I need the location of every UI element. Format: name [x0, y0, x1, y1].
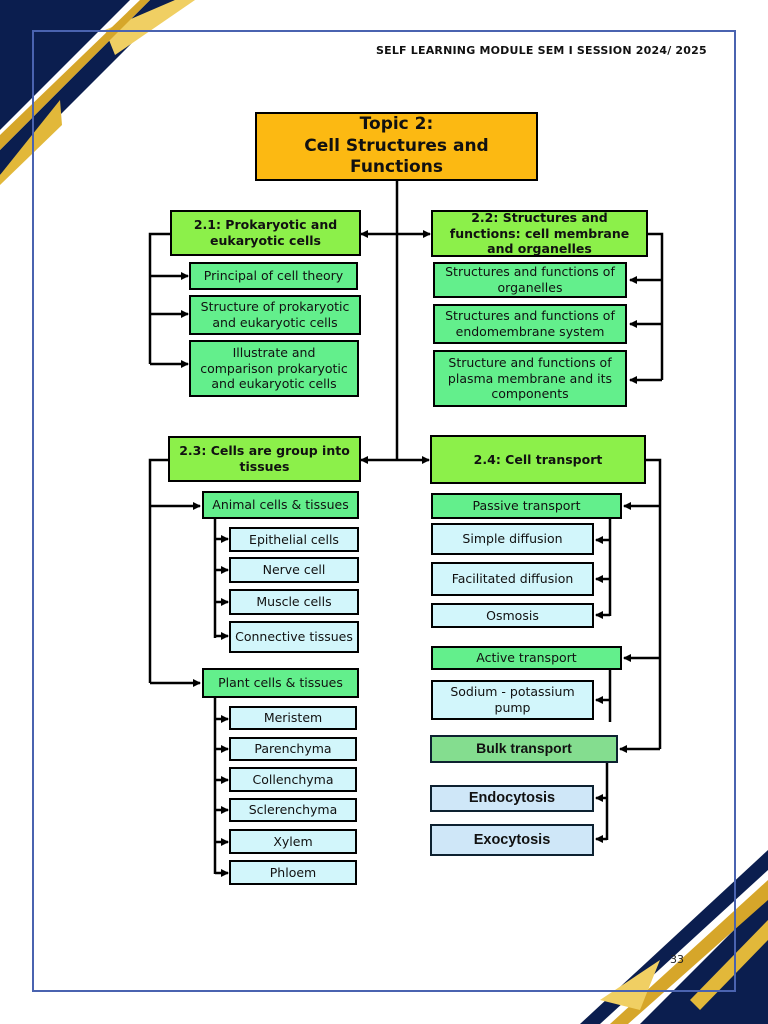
section-2-2-box: 2.2: Structures and functions: cell memb…	[431, 210, 648, 257]
page-number: 33	[670, 953, 684, 966]
section-2-1-item: Principal of cell theory	[189, 262, 358, 290]
section-2-1-item: Illustrate and comparison prokaryotic an…	[189, 340, 359, 397]
section-2-1-item: Structure of prokaryotic and eukaryotic …	[189, 295, 361, 335]
passive-transport-item: Facilitated diffusion	[431, 562, 594, 596]
plant-cells-item: Collenchyma	[229, 767, 357, 792]
plant-cells-item: Xylem	[229, 829, 357, 854]
topic-line-2: Cell Structures and	[304, 135, 489, 156]
section-2-3-box: 2.3: Cells are group into tissues	[168, 436, 361, 482]
animal-cells-box: Animal cells & tissues	[202, 491, 359, 519]
passive-transport-item: Simple diffusion	[431, 523, 594, 555]
section-2-2-item: Structures and functions of endomembrane…	[433, 304, 627, 344]
active-transport-box: Active transport	[431, 646, 622, 670]
passive-transport-item: Osmosis	[431, 603, 594, 628]
plant-cells-item: Meristem	[229, 706, 357, 730]
section-2-1-box: 2.1: Prokaryotic and eukaryotic cells	[170, 210, 361, 256]
page-frame	[32, 30, 736, 992]
plant-cells-item: Parenchyma	[229, 737, 357, 761]
topic-line-1: Topic 2:	[359, 113, 434, 134]
section-2-2-item: Structures and functions of organelles	[433, 262, 627, 298]
animal-cells-item: Connective tissues	[229, 621, 359, 653]
topic-title-box: Topic 2: Cell Structures and Functions	[255, 112, 538, 181]
passive-transport-box: Passive transport	[431, 493, 622, 519]
page-header: SELF LEARNING MODULE SEM I SESSION 2024/…	[376, 44, 707, 57]
topic-line-3: Functions	[350, 157, 443, 178]
active-transport-item: Sodium - potassium pump	[431, 680, 594, 720]
plant-cells-item: Phloem	[229, 860, 357, 885]
plant-cells-item: Sclerenchyma	[229, 798, 357, 822]
section-2-2-item: Structure and functions of plasma membra…	[433, 350, 627, 407]
bulk-transport-box: Bulk transport	[430, 735, 618, 763]
animal-cells-item: Epithelial cells	[229, 527, 359, 552]
bulk-transport-item: Exocytosis	[430, 824, 594, 856]
bulk-transport-item: Endocytosis	[430, 785, 594, 812]
animal-cells-item: Nerve cell	[229, 557, 359, 583]
plant-cells-box: Plant cells & tissues	[202, 668, 359, 698]
section-2-4-box: 2.4: Cell transport	[430, 435, 646, 484]
animal-cells-item: Muscle cells	[229, 589, 359, 615]
